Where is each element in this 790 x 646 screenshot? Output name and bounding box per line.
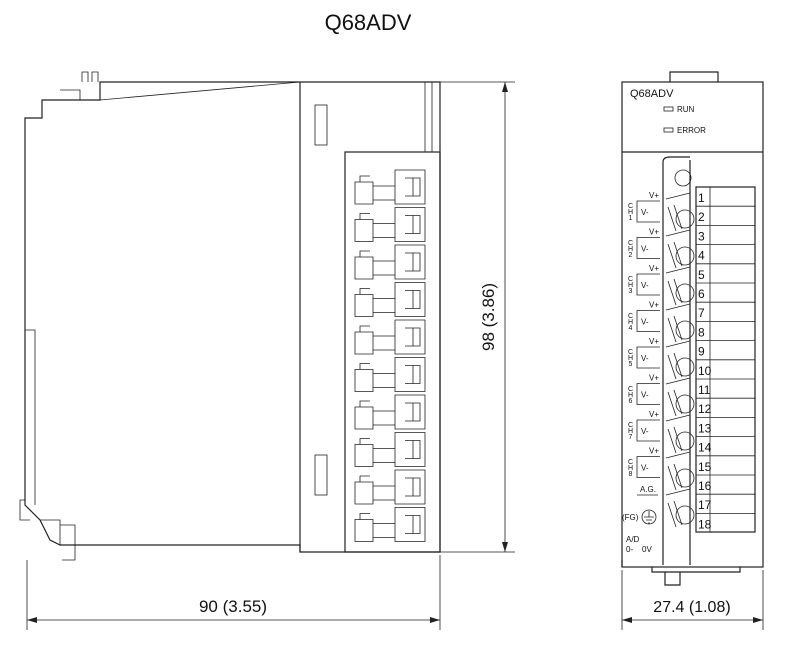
terminal-number: 11 [698,383,711,397]
vplus-label: V+ [649,447,659,456]
side-terminal [354,507,426,542]
side-view [19,71,441,561]
side-terminal [354,169,426,205]
error-led-label: ERROR [677,126,706,135]
side-terminal [354,282,426,317]
channel-label-ch5: CH5 [627,349,634,367]
side-terminal [354,357,426,392]
vplus-label: V+ [649,191,659,200]
vplus-label: V+ [649,301,659,310]
vminus-label: V- [641,354,649,363]
vplus-label: V+ [649,410,659,419]
channel-label-ch6: CH6 [627,385,634,404]
terminal-number: 6 [698,287,705,301]
terminal-clamp [665,229,691,269]
terminal-screw-icon [675,505,695,525]
channel-label-ch8: CH8 [627,458,634,477]
drawing-title: Q68ADV [325,10,412,35]
terminal-number: 3 [698,229,705,243]
fg-label: (FG) [622,513,639,522]
terminal-clamp [665,414,691,454]
terminal-clamp [665,377,691,417]
terminal-number: 12 [698,402,712,416]
terminal-clamp [665,192,691,232]
terminal-number: 8 [698,325,705,339]
height-label: 98 (3.86) [479,283,498,351]
front-model-label: Q68ADV [630,88,674,100]
channel-label-ch3: CH3 [627,276,634,294]
side-terminal [354,207,426,242]
vminus-label: V- [641,245,649,254]
ag-label: A.G. [640,485,656,494]
terminal-number: 16 [698,479,712,493]
terminal-screw-icon [675,357,695,377]
side-terminal [354,469,426,505]
terminal-number: 15 [698,460,712,474]
terminal-number: 4 [698,249,705,263]
channel-label-ch1: CH1 [627,203,634,221]
terminal-number: 10 [698,364,712,378]
ad-label-1: A/D [626,535,640,544]
vminus-label: V- [641,208,649,217]
width-dimension: 27.4 (1.08) [621,570,764,630]
terminal-screw-icon [675,209,695,229]
vplus-label: V+ [649,228,659,237]
side-terminal [354,394,426,430]
depth-label: 90 (3.55) [199,597,267,616]
side-terminal [354,432,426,467]
terminal-number: 14 [698,441,712,455]
terminal-screw-icon [675,431,695,451]
terminal-screw-icon [675,394,695,414]
channel-label-ch4: CH4 [627,312,634,331]
vminus-label: V- [641,464,649,473]
terminal-clamp [665,451,691,491]
terminal-number: 2 [698,210,705,224]
terminal-number: 5 [698,268,705,282]
vplus-label: V+ [649,264,659,273]
vminus-label: V- [641,427,649,436]
vplus-label: V+ [649,374,659,383]
depth-dimension: 90 (3.55) [26,555,441,630]
terminal-number: 13 [698,421,712,435]
run-led-label: RUN [677,105,695,114]
terminal-clamp [665,266,691,306]
side-terminal [354,319,426,355]
terminal-number: 9 [698,345,705,359]
vminus-label: V- [641,318,649,327]
side-terminal [354,244,426,280]
terminal-number: 1 [698,191,705,205]
vplus-label: V+ [649,337,659,346]
ground-icon [641,509,657,525]
terminal-screw-icon [675,283,695,303]
width-label: 27.4 (1.08) [653,599,730,616]
terminal-screw-icon [675,246,695,266]
vminus-label: V- [641,281,649,290]
terminal-clamp [665,488,691,528]
vminus-label: V- [641,391,649,400]
terminal-number: 7 [698,306,705,320]
ad-label-2: 0- 0V [626,545,652,554]
terminal-screw-icon [675,320,695,340]
channel-label-ch2: CH2 [627,239,634,258]
terminal-screw-icon [675,468,695,488]
front-view: Q68ADV RUN ERROR 12345678910111213141516… [621,71,764,586]
channel-label-ch7: CH7 [627,422,634,440]
terminal-number: 18 [698,517,712,531]
terminal-number: 17 [698,498,712,512]
terminal-clamp [665,303,691,343]
height-dimension: 98 (3.86) [440,81,515,553]
terminal-clamp [665,340,691,380]
